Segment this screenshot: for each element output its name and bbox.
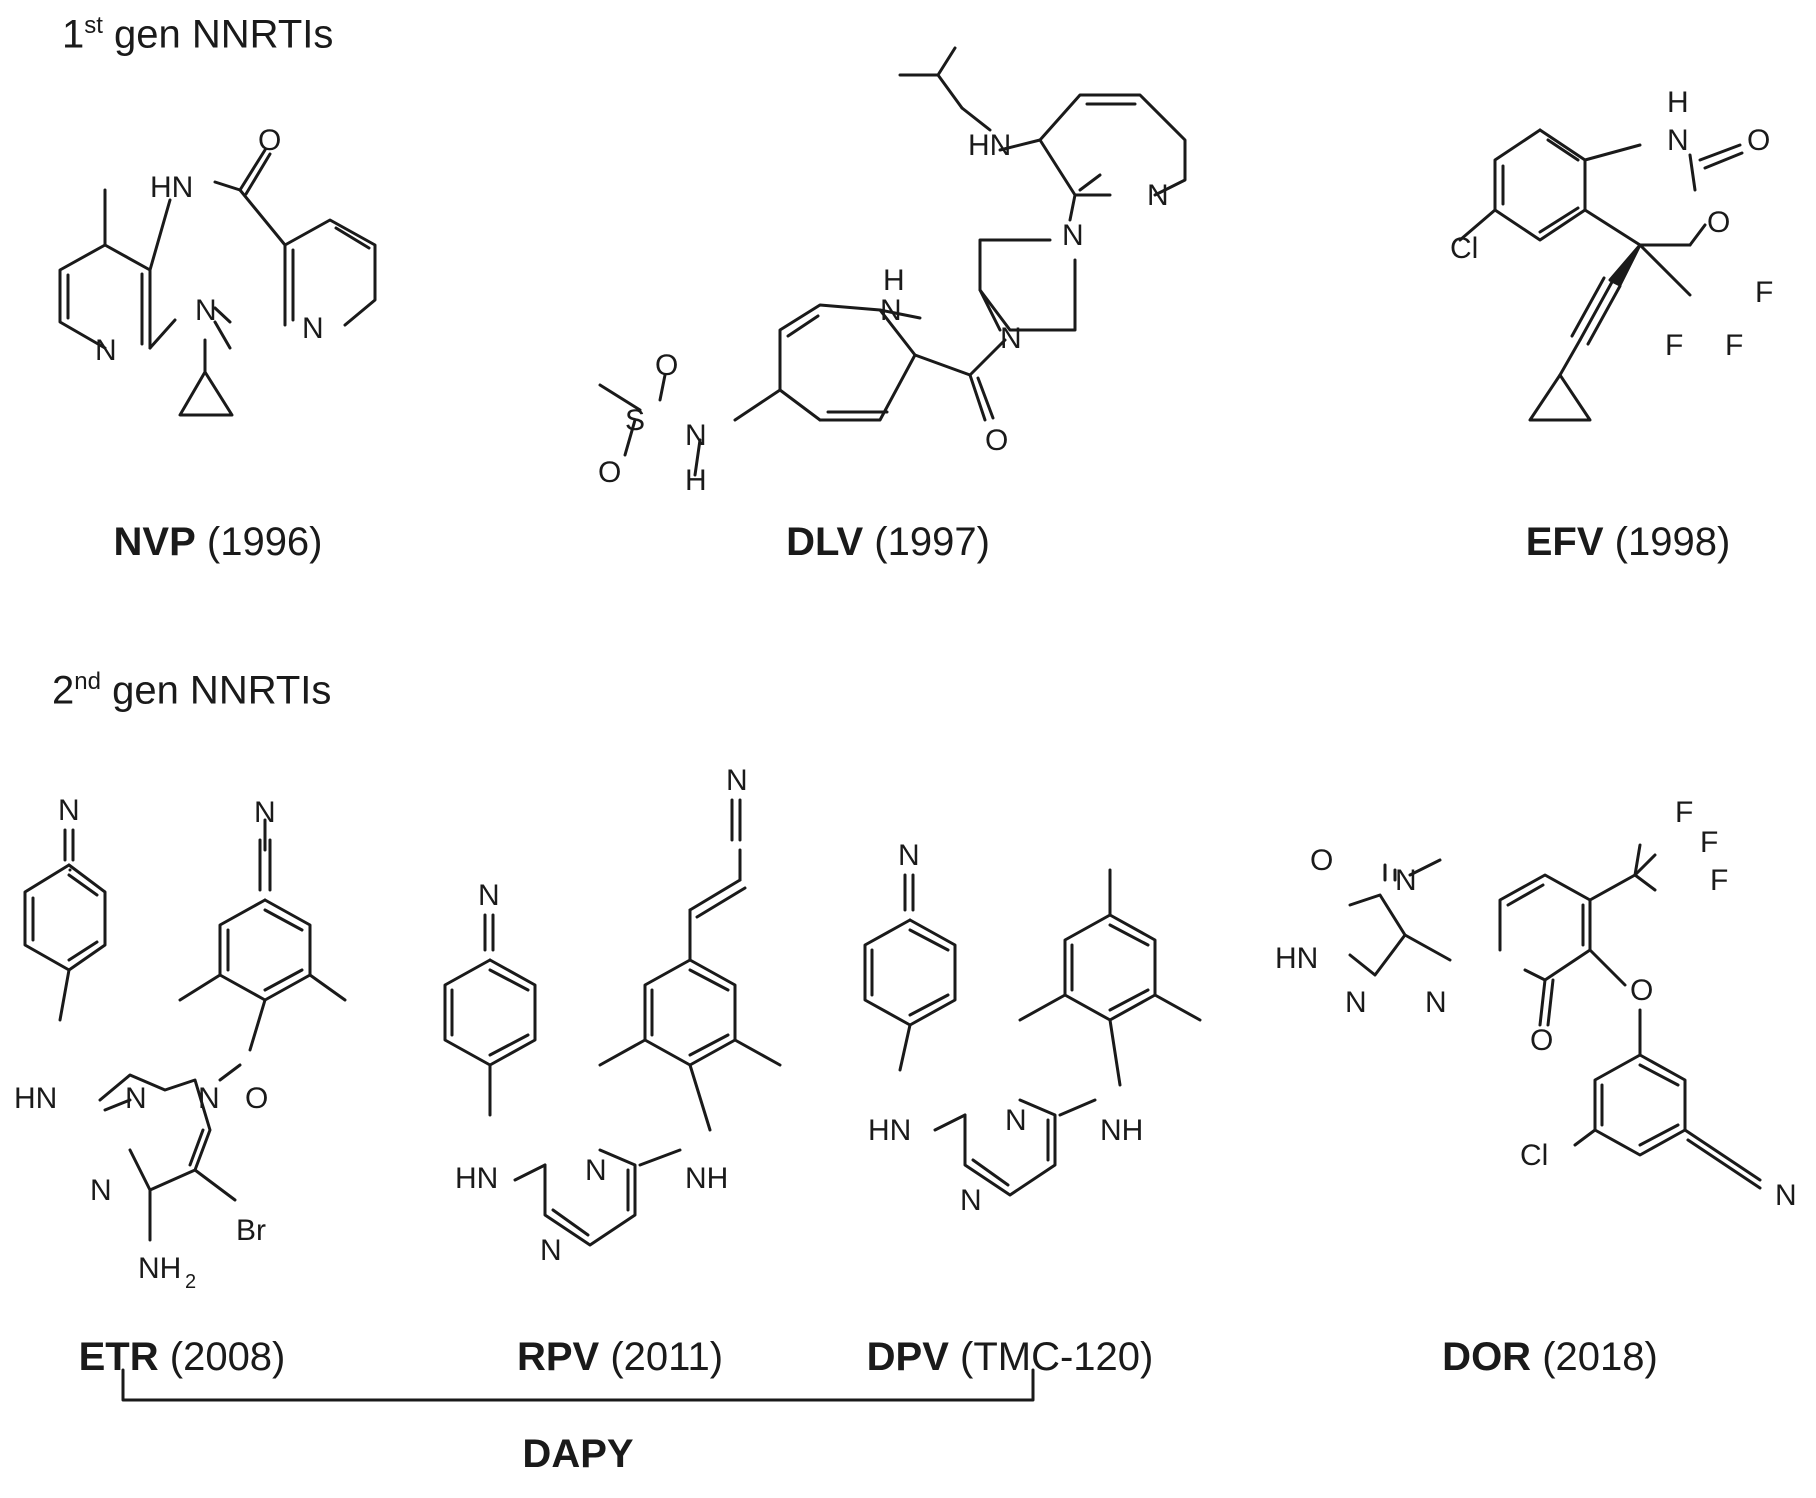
heading-ordinal: 2 xyxy=(52,668,75,713)
atom-label: F xyxy=(1675,796,1693,829)
atom-label: HN xyxy=(1275,942,1318,975)
atom-label: N xyxy=(125,1082,147,1115)
atom-label: N xyxy=(90,1174,112,1207)
atom-label: O xyxy=(1530,1024,1553,1057)
heading-text: gen NNRTIs xyxy=(112,668,332,713)
atom-label: N xyxy=(1000,322,1022,355)
atom-label: NH xyxy=(1100,1114,1143,1147)
atom-label: S xyxy=(625,404,645,437)
atom-label: N xyxy=(726,764,748,797)
compound-note: (2008) xyxy=(169,1335,286,1379)
atom-label: O xyxy=(245,1082,268,1115)
heading-first-gen: 1st gen NNRTIs xyxy=(62,12,333,57)
atom-label: O xyxy=(598,456,621,489)
dapy-label: DAPY xyxy=(522,1432,634,1476)
atom-label: Cl xyxy=(1450,232,1478,265)
atom-label: N xyxy=(1395,864,1417,897)
atom-label: O xyxy=(1310,844,1333,877)
atom-label: N xyxy=(1147,179,1169,212)
structure-nvp xyxy=(58,148,377,417)
heading-second-gen: 2nd gen NNRTIs xyxy=(52,668,331,713)
structure-rpv xyxy=(443,798,782,1247)
atom-label: N xyxy=(195,294,217,327)
compound-note: (2011) xyxy=(610,1335,724,1379)
atom-label: O xyxy=(1630,974,1653,1007)
structure-efv xyxy=(1458,128,1744,422)
atom-label: N xyxy=(95,334,117,367)
atom-label: N xyxy=(960,1184,982,1217)
compound-abbr: NVP xyxy=(113,520,196,564)
atom-label: F xyxy=(1710,864,1728,897)
atom-label: O xyxy=(985,424,1008,457)
structure-dlv xyxy=(598,46,1187,477)
atom-label: N xyxy=(880,294,902,327)
heading-ordinal: 1 xyxy=(62,12,85,57)
atom-label: H xyxy=(685,464,707,497)
atom-label: O xyxy=(1747,124,1770,157)
atom-label: N xyxy=(198,1082,220,1115)
atom-label: F xyxy=(1700,826,1718,859)
compound-abbr: RPV xyxy=(516,1335,600,1379)
atom-label: N xyxy=(478,879,500,912)
atom-label: N xyxy=(1062,219,1084,252)
structure-dor xyxy=(1348,843,1762,1190)
atom-label: HN xyxy=(455,1162,498,1195)
caption-etr: ETR (2008) xyxy=(79,1335,286,1380)
compound-abbr: DLV xyxy=(786,520,864,564)
compound-note: (TMC-120) xyxy=(960,1335,1154,1379)
structure-dpv xyxy=(863,868,1202,1197)
atom-label: N xyxy=(585,1154,607,1187)
caption-dor: DOR (2018) xyxy=(1442,1335,1658,1380)
compound-abbr: ETR xyxy=(78,1335,159,1379)
compound-note: (1996) xyxy=(206,520,323,564)
caption-rpv: RPV (2011) xyxy=(517,1335,723,1380)
caption-dpv: DPV (TMC-120) xyxy=(867,1335,1154,1380)
compound-note: (1998) xyxy=(1614,520,1731,564)
dapy-bracket xyxy=(121,1368,1035,1402)
atom-label: H xyxy=(883,264,905,297)
atom-label: N xyxy=(1667,124,1689,157)
structure-etr xyxy=(23,818,347,1242)
atom-label: HN xyxy=(150,171,193,204)
heading-suffix: nd xyxy=(74,668,101,695)
compound-abbr: DPV xyxy=(866,1335,949,1379)
compound-abbr: EFV xyxy=(1525,520,1604,564)
atom-label: O xyxy=(655,349,678,382)
atom-label: N xyxy=(254,796,276,829)
atom-label: N xyxy=(685,419,707,452)
atom-label: Br xyxy=(236,1214,266,1247)
atom-labels: HN O N N N HN N N N O N H N H S O O H N … xyxy=(14,86,1797,1293)
atom-label: O xyxy=(1707,206,1730,239)
compound-note: (2018) xyxy=(1542,1335,1658,1379)
heading-suffix: st xyxy=(84,12,103,39)
atom-label: N xyxy=(1005,1104,1027,1137)
caption-dlv: DLV (1997) xyxy=(786,520,990,565)
atom-label: HN xyxy=(868,1114,911,1147)
atom-label: Cl xyxy=(1520,1139,1548,1172)
atom-label: N xyxy=(1425,986,1447,1019)
atom-label: N xyxy=(1775,1179,1797,1212)
atom-label: N xyxy=(898,839,920,872)
caption-nvp: NVP (1996) xyxy=(114,520,323,565)
atom-label: F xyxy=(1755,276,1773,309)
atom-label: HN xyxy=(14,1082,57,1115)
compound-note: (1997) xyxy=(874,520,990,564)
atom-label: NH xyxy=(685,1162,728,1195)
atom-label: F xyxy=(1725,329,1743,362)
atom-label: N xyxy=(540,1234,562,1267)
atom-label: NH xyxy=(138,1252,181,1285)
atom-label: F xyxy=(1665,329,1683,362)
atom-label: 2 xyxy=(185,1271,196,1293)
atom-label: O xyxy=(258,124,281,157)
atom-label: H xyxy=(1667,86,1689,119)
caption-efv: EFV (1998) xyxy=(1526,520,1731,565)
heading-text: gen NNRTIs xyxy=(114,12,334,57)
atom-label: N xyxy=(58,794,80,827)
atom-label: N xyxy=(1345,986,1367,1019)
atom-label: N xyxy=(302,312,324,345)
compound-abbr: DOR xyxy=(1442,1335,1532,1379)
atom-label: HN xyxy=(968,129,1011,162)
